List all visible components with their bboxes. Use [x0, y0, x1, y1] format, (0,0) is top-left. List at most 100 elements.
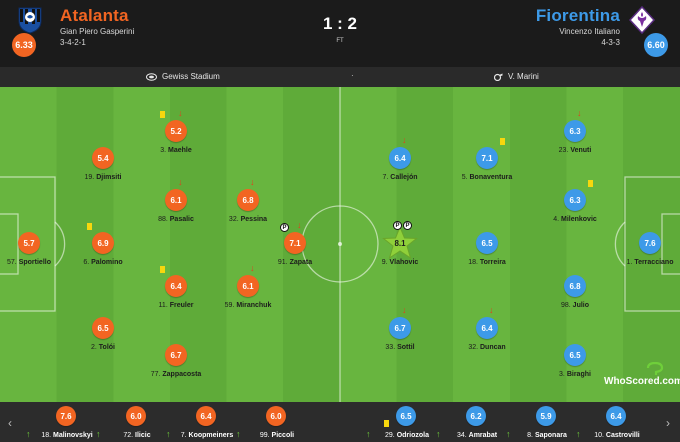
- player-rating: 6.7: [389, 317, 411, 339]
- substitute-name: 18. Malinovskyi: [41, 432, 93, 439]
- player-name: 5. Bonaventura: [461, 174, 513, 181]
- player-name: 91. Zapata: [277, 259, 313, 266]
- player-rating: 6.3: [564, 120, 586, 142]
- yellow-card-icon: [384, 420, 389, 427]
- player-palomino[interactable]: 6.9 6. Palomino: [61, 223, 145, 272]
- away-manager: Vincenzo Italiano: [559, 27, 620, 36]
- substitute-rating: 6.4: [606, 406, 626, 426]
- away-formation: 4-3-3: [601, 38, 620, 47]
- player-name: 19. Djimsiti: [84, 174, 122, 181]
- substituted-off-arrow-icon: ↓: [402, 305, 407, 315]
- player-name: 57. Sportiello: [7, 259, 51, 266]
- venue-name: Gewiss Stadium: [162, 72, 220, 81]
- player-rating: 6.4: [165, 275, 187, 297]
- player-name: 3. Maehle: [160, 147, 192, 154]
- player-venuti[interactable]: 6.3 23. Venuti ↓: [533, 109, 617, 160]
- subs-next-button[interactable]: ›: [666, 416, 670, 430]
- player-name: 6. Palomino: [83, 259, 123, 266]
- player-terracciano[interactable]: 7.6 1. Terracciano: [608, 232, 680, 272]
- referee: V. Marini: [494, 72, 539, 81]
- home-team-name[interactable]: Atalanta: [60, 6, 129, 25]
- player-rating: 6.1: [237, 275, 259, 297]
- player-name: 59. Miranchuk: [224, 302, 272, 309]
- substituted-on-arrow-icon: ↑: [26, 429, 31, 439]
- substituted-on-arrow-icon: ↑: [436, 429, 441, 439]
- away-team-name[interactable]: Fiorentina: [535, 6, 620, 25]
- venue: Gewiss Stadium: [146, 72, 220, 81]
- yellow-card-icon: [160, 111, 165, 118]
- away-team-rating: 6.60: [644, 33, 668, 57]
- substitute-rating: 6.2: [466, 406, 486, 426]
- yellow-card-icon: [588, 180, 593, 187]
- substitute-malinovskyi[interactable]: ↑ 7.6 18. Malinovskyi: [22, 402, 112, 442]
- substituted-off-arrow-icon: ↓: [489, 305, 494, 315]
- subs-prev-button[interactable]: ‹: [8, 416, 12, 430]
- stadium-icon: [146, 72, 157, 81]
- player-name: 9. Vlahovic: [381, 259, 419, 266]
- home-formation: 3-4-2-1: [60, 38, 86, 47]
- player-name: 3. Biraghi: [559, 371, 591, 378]
- substituted-off-arrow-icon: ↓: [577, 108, 582, 118]
- player-rating: 7.1: [284, 232, 306, 254]
- penalty-badge-icon: P: [393, 221, 402, 230]
- player-name: 88. Pasalic: [158, 216, 194, 223]
- player-rating: 6.9: [92, 232, 114, 254]
- player-name: 23. Venuti: [558, 147, 592, 154]
- player-sottil[interactable]: 6.7 33. Sottil ↓: [358, 306, 442, 357]
- match-status: FT: [336, 38, 344, 44]
- player-rating: 7.6: [639, 232, 661, 254]
- yellow-card-icon: [160, 266, 165, 273]
- substituted-on-arrow-icon: ↑: [96, 429, 101, 439]
- substitute-name: 29. Odriozola: [385, 432, 429, 439]
- match-score: 1 : 2: [322, 14, 358, 33]
- whistle-icon: [494, 73, 503, 81]
- whoscored-logo-icon: [646, 362, 664, 375]
- substituted-off-arrow-icon: ↓: [178, 108, 183, 118]
- yellow-card-icon: [500, 138, 505, 145]
- fiorentina-crest-icon: [629, 6, 655, 34]
- player-name: 32. Pessina: [228, 216, 268, 223]
- substitute-name: 99. Piccoli: [259, 432, 295, 439]
- yellow-card-icon: [87, 223, 92, 230]
- player-name: 18. Torreira: [468, 259, 506, 266]
- substitute-name: 72. Ilicic: [123, 432, 151, 439]
- substitute-rating: 7.6: [56, 406, 76, 426]
- man-of-the-match-star-icon: [382, 226, 418, 260]
- penalty-badge-icon: P: [403, 221, 412, 230]
- player-rating: 8.1: [394, 239, 406, 248]
- substituted-off-arrow-icon: ↓: [297, 220, 302, 230]
- player-name: 1. Terracciano: [626, 259, 674, 266]
- player-name: 33. Sottil: [385, 344, 415, 351]
- substitute-odriozola[interactable]: ↑ 6.5 29. Odriozola: [362, 402, 452, 442]
- substitute-rating: 6.5: [396, 406, 416, 426]
- player-rating: 6.7: [165, 344, 187, 366]
- substituted-off-arrow-icon: ↓: [250, 177, 255, 187]
- player-name: 7. Callejón: [382, 174, 418, 181]
